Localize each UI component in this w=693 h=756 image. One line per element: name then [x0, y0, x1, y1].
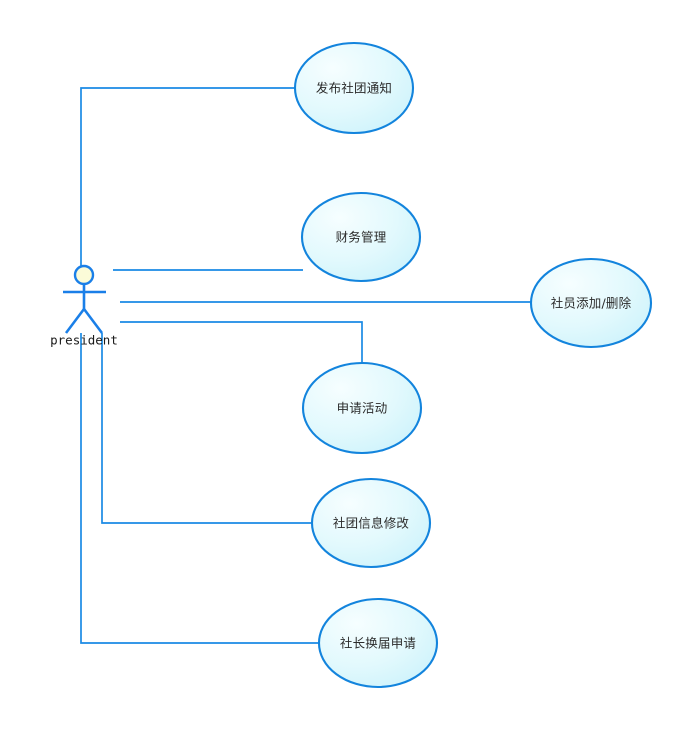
use-case-ellipse-member-add-delete[interactable] — [529, 257, 653, 349]
actor-right-leg-icon — [82, 308, 104, 334]
use-case-member-add-delete[interactable]: 社员添加/删除 — [529, 257, 653, 349]
association-line-publish-notice — [80, 87, 295, 266]
association-line-president-term-application — [80, 333, 319, 644]
use-case-label-president-term-application: 社长换届申请 — [340, 636, 416, 651]
association-line-apply-activity — [120, 321, 363, 364]
association-lines-group — [80, 87, 531, 644]
actor-president[interactable]: president — [50, 264, 118, 348]
use-case-apply-activity[interactable]: 申请活动 — [301, 361, 423, 455]
actor-label: president — [50, 333, 118, 348]
actor-group: president — [50, 264, 118, 348]
use-case-finance-management[interactable]: 财务管理 — [300, 191, 422, 283]
use-case-ellipse-club-info-modify[interactable] — [310, 477, 432, 569]
use-case-label-publish-notice: 发布社团通知 — [316, 81, 392, 96]
use-case-label-finance-management: 财务管理 — [336, 230, 387, 245]
actor-left-leg-icon — [64, 308, 86, 334]
use-case-label-club-info-modify: 社团信息修改 — [333, 516, 410, 531]
association-line-club-info-modify — [101, 333, 312, 524]
use-case-ellipse-president-term-application[interactable] — [317, 597, 439, 689]
use-case-ellipse-apply-activity[interactable] — [301, 361, 423, 455]
use-case-publish-notice[interactable]: 发布社团通知 — [293, 41, 415, 135]
use-case-ellipse-publish-notice[interactable] — [293, 41, 415, 135]
use-case-label-member-add-delete: 社员添加/删除 — [551, 296, 632, 311]
use-case-label-apply-activity: 申请活动 — [337, 401, 388, 416]
use-case-club-info-modify[interactable]: 社团信息修改 — [310, 477, 432, 569]
actor-head-icon — [73, 264, 95, 286]
use-case-president-term-application[interactable]: 社长换届申请 — [317, 597, 439, 689]
use-case-ellipse-finance-management[interactable] — [300, 191, 422, 283]
